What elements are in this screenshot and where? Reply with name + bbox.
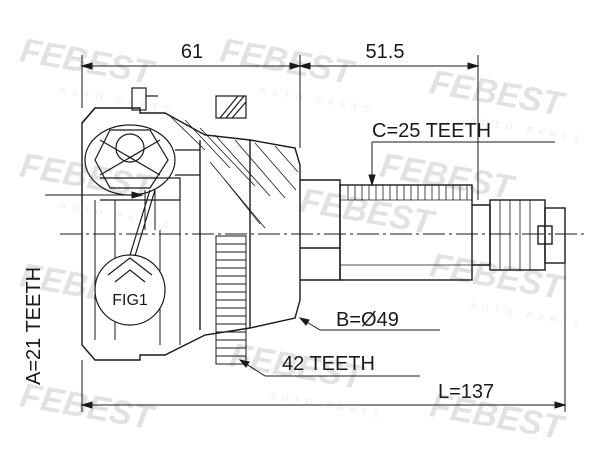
dim-l (80, 263, 567, 412)
watermark-sub-1: AUTO PARTS (59, 85, 175, 115)
dim-61-label: 61 (181, 41, 203, 63)
dim-a-label: A=21 TEETH (23, 267, 45, 385)
dim-abs-leader (238, 359, 420, 377)
watermark-sub-2: AUTO PARTS (259, 85, 375, 115)
dim-c-label: C=25 TEETH (372, 120, 491, 142)
stub-shaft (300, 179, 566, 281)
watermark-text-2: FEBEST (217, 31, 359, 92)
shaft-splines (340, 185, 531, 270)
abs-ring (215, 235, 247, 365)
dim-l-label: L=137 (438, 381, 494, 403)
watermark-text-7: FEBEST (427, 246, 569, 307)
dim-a-leader (45, 191, 144, 199)
watermark-text-3: FEBEST (427, 63, 569, 124)
dim-61 (80, 55, 302, 148)
watermark-text-1: FEBEST (17, 31, 159, 92)
fig1-label: FIG1 (112, 292, 148, 309)
watermark-sub-4: AUTO PARTS (59, 200, 175, 230)
housing-hatch (169, 115, 299, 229)
dim-b-leader (298, 317, 440, 331)
top-stub (131, 87, 247, 119)
dim-c-leader (368, 141, 555, 187)
dim-b-label: B=Ø49 (336, 309, 399, 331)
fig1-detail (94, 189, 166, 326)
watermark-layer: FEBEST FEBEST FEBEST FEBEST FEBEST FEBES… (17, 31, 586, 447)
watermark-sub-5: AUTO PARTS (469, 300, 585, 330)
inner-race (84, 124, 200, 201)
watermark-text-4: FEBEST (17, 146, 159, 207)
dim-51-5-label: 51.5 (366, 41, 405, 63)
dim-abs-label: 42 TEETH (282, 353, 375, 375)
outer-housing (81, 107, 301, 361)
dim-51-5 (298, 55, 480, 200)
